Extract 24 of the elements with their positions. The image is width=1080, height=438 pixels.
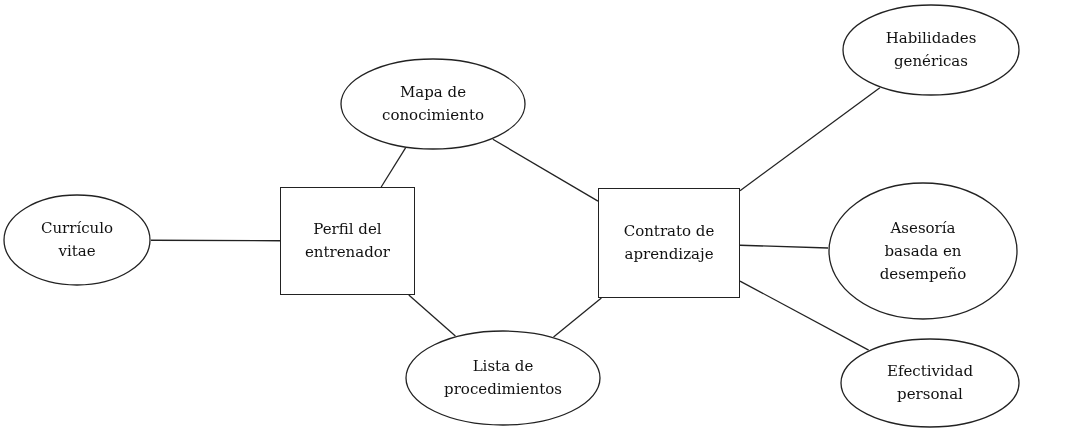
connector-line <box>150 239 281 242</box>
connector-line <box>739 244 829 249</box>
connector-line <box>552 297 602 338</box>
connector-line <box>408 294 457 337</box>
rectangle-node <box>598 188 740 298</box>
node-label: Efectividad personal <box>886 361 974 405</box>
connector-line <box>492 138 599 202</box>
rectangle-node <box>280 187 415 295</box>
node-label: Habilidades genéricas <box>884 28 978 72</box>
ellipse-node <box>340 58 526 150</box>
ellipse-node <box>3 194 151 286</box>
node-label: Currículo vitae <box>39 218 115 262</box>
connector-line <box>739 87 881 192</box>
node-label: Perfil del entrenador <box>304 219 391 263</box>
node-label: Mapa de conocimiento <box>381 82 485 126</box>
connector-line <box>380 147 407 188</box>
ellipse-node <box>405 330 601 426</box>
ellipse-node <box>840 338 1020 428</box>
node-label: Contrato de aprendizaje <box>622 221 716 265</box>
ellipse-node <box>828 182 1018 320</box>
node-label: Lista de procedimientos <box>443 356 563 400</box>
ellipse-node <box>842 4 1020 96</box>
node-label: Asesoría basada en desempeño <box>878 217 968 285</box>
connector-line <box>739 280 870 351</box>
